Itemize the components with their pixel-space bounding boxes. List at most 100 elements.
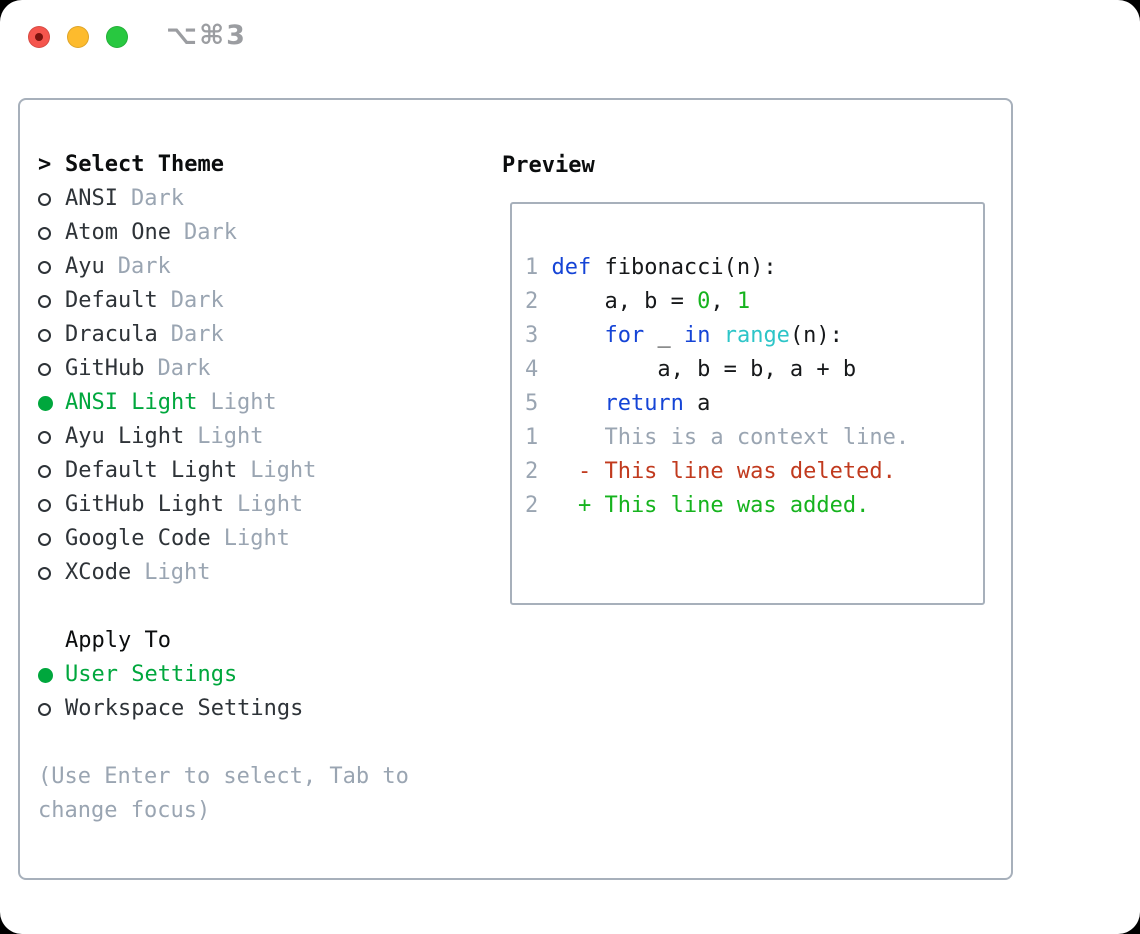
code-segment: a [683,391,711,416]
theme-name: Default [65,288,158,313]
apply-option-workspace-settings[interactable]: Workspace Settings [38,692,483,726]
minimize-button[interactable] [67,26,89,48]
theme-name: GitHub Light [65,492,224,517]
radio-unselected-icon [38,226,65,240]
theme-variant-tag: Dark [130,186,184,211]
apply-to-title: Apply To [65,628,171,653]
code-segment: def [551,255,592,280]
theme-variant-tag: Light [210,390,277,415]
code-segment: return [604,391,684,416]
theme-name: ANSI Light [65,390,198,415]
radio-dot [38,566,51,580]
radio-unselected-icon [38,328,65,342]
radio-dot [38,498,51,512]
code-segment [551,323,604,348]
line-number: 3 [525,323,539,348]
radio-dot [38,294,51,308]
code-segment [710,323,723,348]
radio-unselected-icon [38,192,65,206]
theme-option-github[interactable]: GitHub Dark [38,352,483,386]
radio-unselected-icon [38,464,65,478]
theme-name: Ayu [65,254,105,279]
radio-dot [38,362,51,376]
radio-dot [38,395,53,411]
radio-dot [38,430,51,444]
radio-unselected-icon [38,498,65,512]
code-line: 2 - This line was deleted. [525,459,896,484]
line-number: 1 [525,255,539,280]
apply-option-label: User Settings [65,662,238,687]
theme-name: ANSI [65,186,118,211]
theme-option-ansi[interactable]: ANSI Dark [38,182,483,216]
theme-variant-tag: Light [144,560,211,585]
theme-option-google-code[interactable]: Google Code Light [38,522,483,556]
apply-to-header: Apply To [38,624,483,658]
line-number: 2 [525,289,539,314]
radio-dot [38,226,51,240]
theme-option-ayu[interactable]: Ayu Dark [38,250,483,284]
theme-variant-tag: Dark [117,254,171,279]
line-number: 2 [525,493,539,518]
apply-option-user-settings[interactable]: User Settings [38,658,483,692]
radio-dot [38,532,51,546]
code-segment: a, b = [551,289,698,314]
code-segment [551,391,604,416]
theme-name: Default Light [65,458,238,483]
theme-variant-tag: Light [223,526,290,551]
code-segment: (n): [789,323,843,348]
theme-name: XCode [65,560,132,585]
line-number: 4 [525,357,539,382]
select-theme-header: > Select Theme [38,148,483,182]
line-number: 5 [525,391,539,416]
radio-dot [38,260,51,274]
code-segment: _ [644,323,684,348]
radio-unselected-icon [38,260,65,274]
code-line: 2 + This line was added. [525,493,869,518]
close-button[interactable] [28,26,50,48]
zoom-button[interactable] [106,26,128,48]
code-segment: This is a context line. [551,425,910,450]
code-line: 2 a, b = 0, 1 [525,289,750,314]
code-segment: , [710,289,737,314]
radio-unselected-icon [38,430,65,444]
theme-option-ansi-light[interactable]: ANSI Light Light [38,386,483,420]
theme-variant-tag: Light [236,492,304,517]
usage-hint: (Use Enter to select, Tab to change focu… [38,764,409,823]
radio-dot [38,464,51,478]
line-number: 2 [525,459,539,484]
radio-unselected-icon [38,294,65,308]
code-line [710,391,736,416]
code-line: 1 This is a context line. [525,425,909,450]
theme-name: Google Code [65,526,211,551]
theme-option-xcode[interactable]: XCode Light [38,556,483,590]
code-segment: 1 [736,289,751,314]
radio-unselected-icon [38,532,65,546]
theme-name: Atom One [65,220,171,245]
theme-variant-tag: Dark [157,356,211,381]
theme-variant-tag: Dark [170,288,224,313]
radio-dot [38,192,51,206]
theme-option-default[interactable]: Default Dark [38,284,483,318]
theme-option-github-light[interactable]: GitHub Light Light [38,488,483,522]
apply-option-label: Workspace Settings [65,696,304,721]
preview-title: Preview [502,152,595,178]
radio-dot [38,702,51,716]
theme-variant-tag: Dark [170,322,224,347]
code-segment: + This line was added. [551,493,870,518]
theme-name: GitHub [65,356,145,381]
code-line: 5 return a [525,391,710,416]
radio-selected-icon [38,395,65,411]
radio-unselected-icon [38,702,65,716]
code-segment: range [723,323,790,348]
